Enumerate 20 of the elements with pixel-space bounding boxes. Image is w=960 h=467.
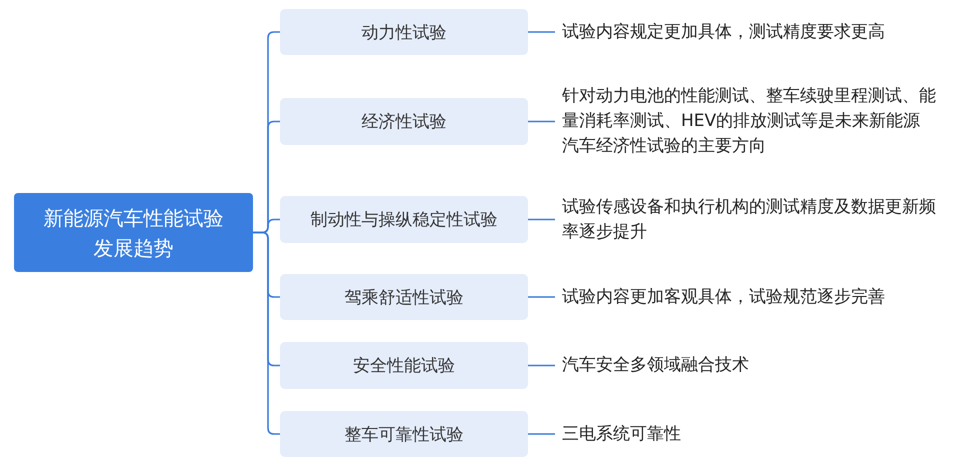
category-box: 动力性试验: [280, 9, 528, 55]
description-text: 三电系统可靠性: [562, 419, 937, 449]
description-text: 试验内容规定更加具体，测试精度要求更高: [562, 17, 937, 47]
connector-line: [528, 433, 555, 435]
connector-line: [528, 120, 555, 122]
connector-line: [528, 364, 555, 366]
root-box: 新能源汽车性能试验发展趋势: [14, 193, 253, 272]
connector-line: [528, 31, 555, 33]
description-text: 针对动力电池的性能测试、整车续驶里程测试、能量消耗率测试、HEV的排放测试等是未来新能源汽车经济性试验的主要方向: [562, 83, 937, 160]
category-box: 安全性能试验: [280, 342, 528, 389]
description-text: 试验内容更加客观具体，试验规范逐步完善: [562, 282, 937, 312]
category-box: 整车可靠性试验: [280, 411, 528, 457]
category-box: 经济性试验: [280, 98, 528, 145]
description-text: 汽车安全多领域融合技术: [562, 350, 937, 380]
category-box: 驾乘舒适性试验: [280, 274, 528, 320]
connector-line: [528, 218, 555, 220]
connector-line: [528, 296, 555, 298]
category-box: 制动性与操纵稳定性试验: [280, 196, 528, 243]
connector-line: [253, 232, 280, 435]
description-text: 试验传感设备和执行机构的测试精度及数据更新频率逐步提升: [562, 194, 937, 246]
